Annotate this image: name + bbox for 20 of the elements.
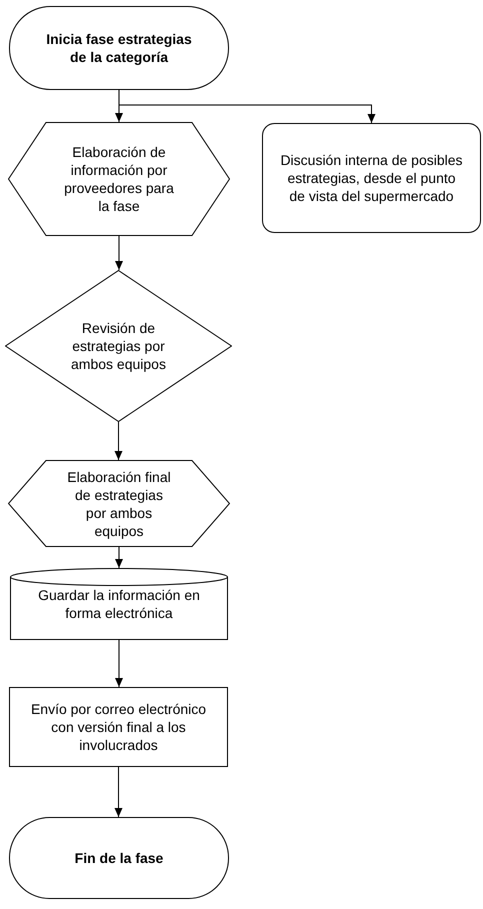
arrow [114,422,122,460]
node-text: Elaboración de información por proveedores para la fase [63,143,175,215]
node-text: Guardar la información en forma electrónica [37,586,201,622]
preparation-hexagon [8,122,230,236]
node-text: Envío por correo electrónico con versión final a los involucrados [30,700,208,754]
process-box [262,123,481,233]
storage-shape [10,568,228,640]
node-text: Elaboración final de estrategias por ambos equipos [66,468,172,540]
arrow [114,766,122,818]
preparation-hexagon [8,460,230,547]
decision-diamond [5,270,232,422]
arrow [118,90,376,124]
arrow [115,236,123,270]
node-text: Revisión de estrategias por ambos equipos [70,319,167,373]
node-text: Discusión interna de posibles estrategias, desde el punto de vista del supermercado [279,151,464,205]
process-box [9,687,228,767]
node-text: Inicia fase estrategias de la categoría [45,30,193,66]
arrow [115,640,123,688]
arrow [115,546,123,568]
node-text: Fin de la fase [74,849,164,867]
